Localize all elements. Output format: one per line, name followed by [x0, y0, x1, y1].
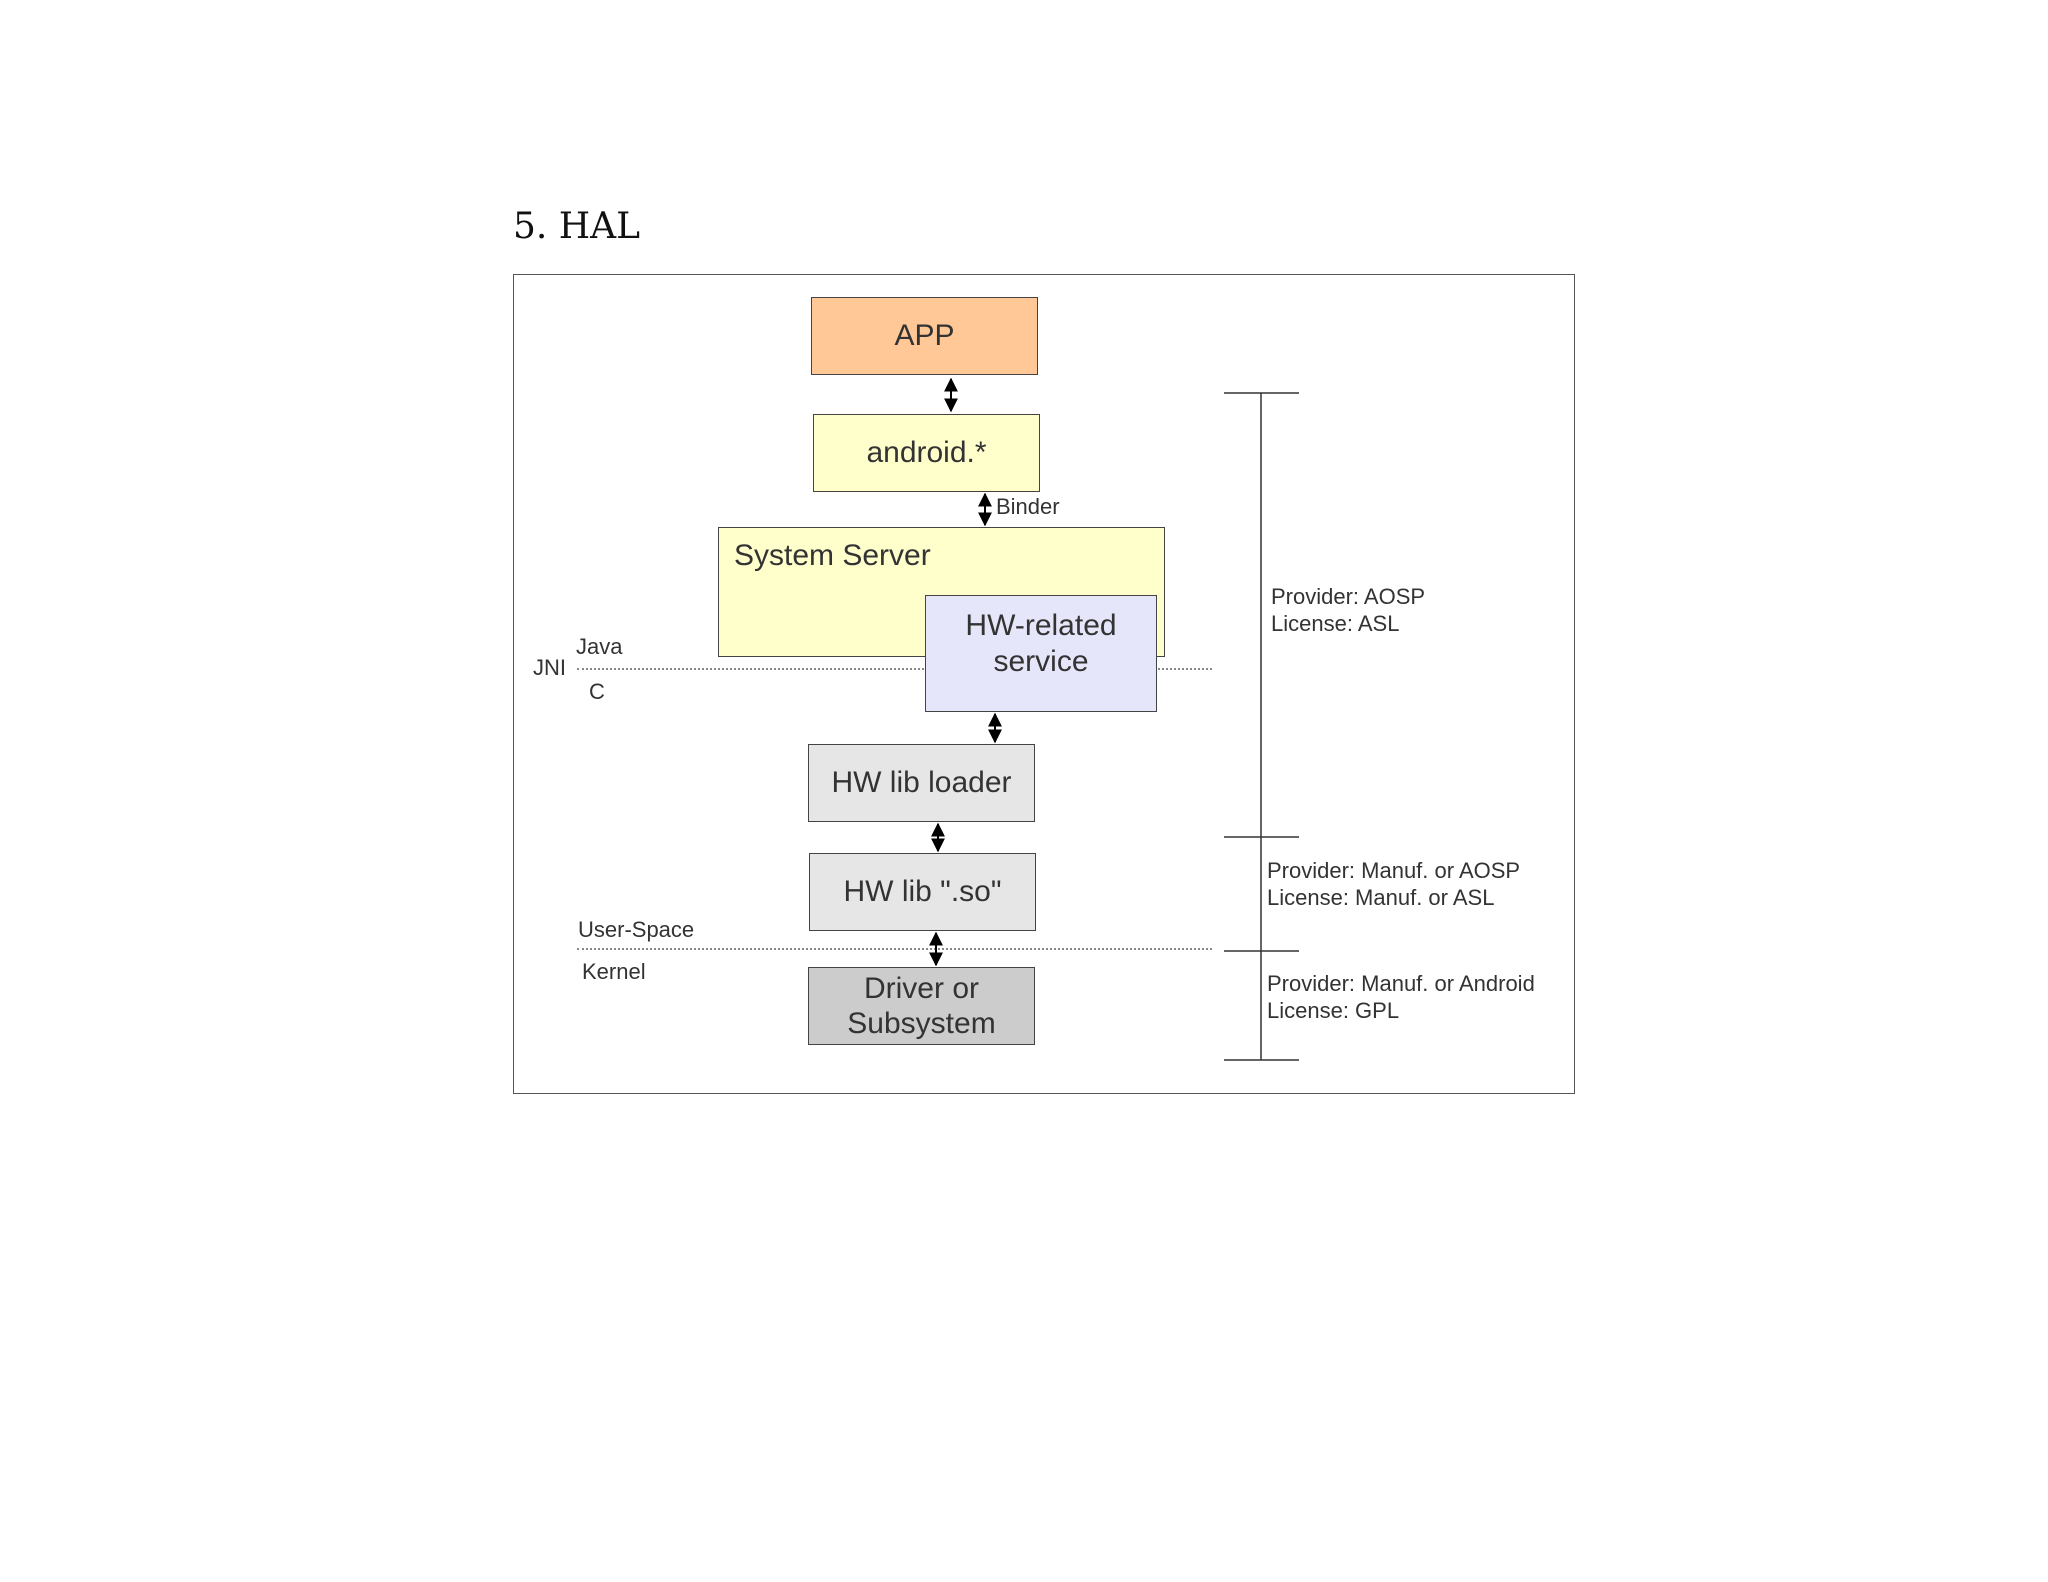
driver-label-line2: Subsystem: [847, 1007, 996, 1040]
provider-note-hwlib: Provider: Manuf. or AOSP License: Manuf.…: [1267, 857, 1520, 911]
hw-lib-loader-box: HW lib loader: [808, 744, 1035, 822]
provider-note-hwlib-license: License: Manuf. or ASL: [1267, 885, 1495, 910]
jni-label: JNI: [533, 655, 566, 680]
kernel-label: Kernel: [582, 959, 646, 984]
provider-note-aosp: Provider: AOSP License: ASL: [1271, 583, 1425, 637]
android-box: android.*: [813, 414, 1040, 492]
provider-note-aosp-license: License: ASL: [1271, 611, 1400, 636]
provider-note-driver-provider: Provider: Manuf. or Android: [1267, 971, 1535, 996]
app-box-label: APP: [894, 319, 955, 353]
provider-note-driver-license: License: GPL: [1267, 998, 1400, 1023]
page-title: 5. HAL: [513, 206, 641, 247]
provider-note-hwlib-provider: Provider: Manuf. or AOSP: [1267, 858, 1521, 883]
java-label: Java: [576, 634, 623, 659]
c-label: C: [589, 679, 605, 704]
provider-note-driver: Provider: Manuf. or Android License: GPL: [1267, 970, 1535, 1024]
hw-lib-so-box: HW lib ".so": [809, 853, 1036, 931]
hw-related-service-box: HW-related service: [925, 595, 1157, 712]
hw-service-label-line1: HW-related: [965, 609, 1117, 643]
hw-lib-loader-label: HW lib loader: [831, 766, 1012, 800]
diagram-frame: [513, 274, 1575, 1094]
provider-note-aosp-provider: Provider: AOSP: [1271, 584, 1426, 609]
hw-service-label-line2: service: [993, 644, 1089, 678]
hw-lib-so-label: HW lib ".so": [843, 875, 1002, 909]
driver-box: Driver or Subsystem: [808, 967, 1035, 1045]
system-server-label: System Server: [734, 539, 931, 572]
provider-bracket: [1224, 392, 1299, 1061]
jni-boundary-line: [577, 668, 1212, 670]
app-box: APP: [811, 297, 1038, 375]
driver-label-line1: Driver or: [863, 971, 979, 1005]
kernel-boundary-line: [577, 948, 1212, 950]
android-box-label: android.*: [866, 436, 987, 470]
binder-label: Binder: [996, 494, 1060, 519]
user-space-label: User-Space: [578, 917, 695, 942]
